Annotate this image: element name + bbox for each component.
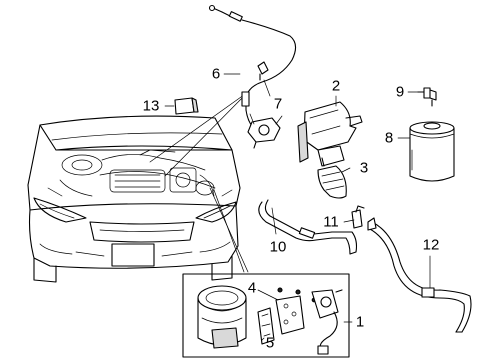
small-cover-block xyxy=(174,97,199,115)
callout-6: 6 xyxy=(212,66,220,83)
callout-12: 12 xyxy=(423,237,440,254)
callout-11: 11 xyxy=(323,214,339,231)
callout-4: 4 xyxy=(248,280,256,297)
callout-2: 2 xyxy=(332,78,340,95)
callout-9: 9 xyxy=(396,84,404,101)
cable-assembly xyxy=(208,4,297,131)
hose-clip xyxy=(351,205,365,229)
long-vacuum-hose xyxy=(367,217,472,333)
vacuum-canister xyxy=(409,121,455,182)
callout-labels: 1 2 3 4 5 6 7 8 9 10 11 12 13 xyxy=(143,66,440,352)
callout-7: 7 xyxy=(274,96,282,113)
callout-1: 1 xyxy=(356,314,364,331)
callout-leaders xyxy=(164,73,431,341)
hose-assembly xyxy=(258,199,358,255)
detail-inset-box xyxy=(182,273,350,358)
callout-13: 13 xyxy=(143,98,160,115)
bellows-component xyxy=(317,157,347,199)
throttle-actuator xyxy=(247,61,283,149)
vacuum-connector xyxy=(417,87,437,107)
mount-bracket xyxy=(297,101,363,167)
vehicle-front-illustration xyxy=(27,115,241,283)
callout-5: 5 xyxy=(266,335,274,352)
callout-10: 10 xyxy=(270,239,287,256)
callout-8: 8 xyxy=(385,130,393,147)
callout-3: 3 xyxy=(360,160,368,177)
vehicle-leader-lines xyxy=(149,89,251,273)
